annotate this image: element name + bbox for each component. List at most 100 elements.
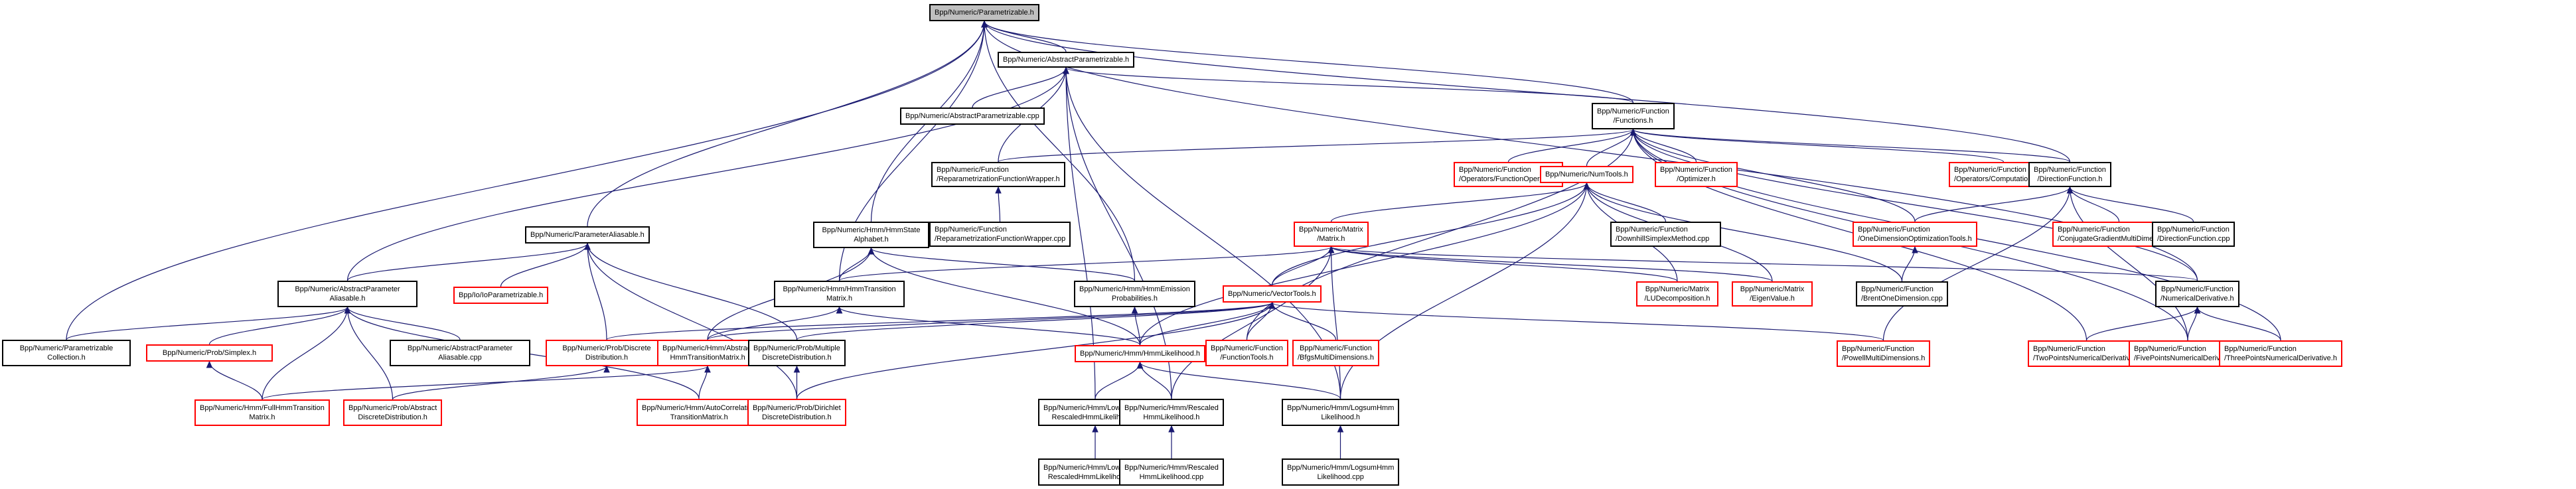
graph-node-one-dim-opt-tools[interactable]: Bpp/Numeric/Function /OneDimensionOptimi… [1853, 222, 1977, 247]
arrowhead-icon [344, 306, 351, 314]
arrowhead-icon [603, 365, 610, 373]
graph-node-brent-one-dim[interactable]: Bpp/Numeric/Function /BrentOneDimension.… [1856, 281, 1948, 307]
graph-node-abstract-hmm-transition-matrix[interactable]: Bpp/Numeric/Hmm/Abstract HmmTransitionMa… [657, 340, 759, 366]
graph-node-direction-function[interactable]: Bpp/Numeric/Function /DirectionFunction.… [2028, 162, 2111, 187]
edge-parametrizable_collection-to-parametrizable [66, 21, 985, 340]
edge-functions-to-parametrizable [984, 21, 1634, 104]
arrowhead-icon [793, 365, 800, 373]
graph-node-direction-function-cpp[interactable]: Bpp/Numeric/Function /DirectionFunction.… [2152, 222, 2235, 247]
arrowhead-icon [704, 365, 711, 373]
edge-numerical_derivative-to-matrix [1330, 246, 2198, 281]
edge-hmm_transition_matrix-to-matrix [838, 246, 1332, 281]
arrowhead-icon [2194, 306, 2201, 314]
edge-abstract_parameter_aliasable_h-to-abstractparametrizable [346, 67, 1067, 281]
arrowhead-icon [1136, 361, 1144, 369]
arrowhead-icon [981, 20, 988, 28]
edge-one_dim_opt_tools-to-functions [1632, 129, 1916, 222]
edge-rescaled_h-to-hmm_likelihood [1139, 362, 1172, 399]
edge-rescaled_h-to-matrix [1171, 246, 1332, 399]
graph-node-powell[interactable]: Bpp/Numeric/Function /PowellMultiDimensi… [1837, 340, 1931, 367]
graph-node-rescaled-cpp[interactable]: Bpp/Numeric/Hmm/Rescaled HmmLikelihood.c… [1119, 458, 1224, 486]
graph-node-vector-tools[interactable]: Bpp/Numeric/VectorTools.h [1223, 285, 1322, 303]
arrowhead-icon [868, 247, 875, 255]
graph-node-lu-decomposition[interactable]: Bpp/Numeric/Matrix /LUDecomposition.h [1636, 281, 1718, 307]
edge-conj_grad-to-direction_function [2069, 186, 2120, 222]
arrowhead-icon [1912, 245, 1918, 253]
edge-direction_function-to-parametrizable [984, 21, 2071, 163]
edge-three_points-to-numerical_derivative [2196, 307, 2281, 341]
graph-node-abstract-discrete-distribution[interactable]: Bpp/Numeric/Prob/Abstract DiscreteDistri… [343, 399, 443, 426]
graph-node-discrete-distribution[interactable]: Bpp/Numeric/Prob/Discrete Distribution.h [546, 340, 668, 366]
graph-node-downhill-simplex[interactable]: Bpp/Numeric/Function /DownhillSimplexMet… [1610, 222, 1721, 247]
graph-node-abstractparametrizable-cpp[interactable]: Bpp/Numeric/AbstractParametrizable.cpp [900, 107, 1045, 125]
edge-downhill_simplex-to-numtools [1586, 182, 1667, 222]
edge-abstract_discrete_distribution-to-abstract_parameter_aliasable_h [346, 307, 394, 400]
arrowhead-icon [1131, 306, 1138, 314]
edge-optimizer-to-functions [1632, 129, 1697, 163]
graph-node-function-tools[interactable]: Bpp/Numeric/Function /FunctionTools.h [1205, 340, 1288, 366]
arrowhead-icon [584, 242, 591, 250]
graph-node-bfgs[interactable]: Bpp/Numeric/Function /BfgsMultiDimension… [1292, 340, 1379, 366]
arrowhead-icon [995, 186, 1002, 194]
graph-node-reparam-wrapper-cpp[interactable]: Bpp/Numeric/Function /ReparametrizationF… [929, 222, 1071, 247]
edge-simplex-to-abstract_parameter_aliasable_h [208, 307, 348, 345]
edge-two_points-to-numerical_derivative [2085, 307, 2198, 341]
edge-abstract_hmm_transition_matrix-to-vector_tools [707, 302, 1273, 340]
edge-powell-to-direction_function [1882, 186, 2071, 341]
graph-node-full-hmm-transition-matrix[interactable]: Bpp/Numeric/Hmm/FullHmmTransition Matrix… [194, 399, 330, 426]
edge-hmm_likelihood-to-hmm_transition_matrix [838, 307, 1141, 346]
edge-abstract_parameter_aliasable_h-to-parameter_aliasable [346, 243, 588, 281]
edge-hmm_likelihood-to-vector_tools [1139, 302, 1273, 346]
graph-node-eigen-value[interactable]: Bpp/Numeric/Matrix /EigenValue.h [1732, 281, 1813, 307]
edge-abstract_hmm_transition_matrix-to-hmm_transition_matrix [707, 307, 840, 340]
graph-node-abstract-parameter-aliasable-cpp[interactable]: Bpp/Numeric/AbstractParameter Aliasable.… [390, 340, 530, 366]
graph-node-hmm-transition-matrix[interactable]: Bpp/Numeric/Hmm/HmmTransition Matrix.h [774, 281, 905, 307]
graph-node-optimizer[interactable]: Bpp/Numeric/Function /Optimizer.h [1655, 162, 1738, 187]
edge-abstractparametrizable-to-parametrizable [984, 21, 1067, 52]
graph-node-lowmemory-rescaled-h[interactable]: Bpp/Numeric/Hmm/LowMemory RescaledHmmLik… [1038, 399, 1152, 426]
graph-node-simplex[interactable]: Bpp/Numeric/Prob/Simplex.h [146, 344, 273, 362]
edge-parameter_aliasable-to-parametrizable [587, 21, 985, 227]
edge-full_hmm_transition_matrix-to-simplex [208, 361, 263, 400]
graph-node-abstractparametrizable[interactable]: Bpp/Numeric/AbstractParametrizable.h [998, 52, 1135, 68]
graph-node-matrix[interactable]: Bpp/Numeric/Matrix /Matrix.h [1294, 222, 1369, 247]
graph-node-abstract-parameter-aliasable-h[interactable]: Bpp/Numeric/AbstractParameter Aliasable.… [277, 281, 417, 307]
arrowhead-icon [836, 306, 843, 314]
edge-abstract_discrete_distribution-to-discrete_distribution [392, 366, 607, 400]
graph-node-parameter-aliasable[interactable]: Bpp/Numeric/ParameterAliasable.h [525, 226, 650, 244]
graph-node-hmm-emission[interactable]: Bpp/Numeric/Hmm/HmmEmission Probabilitie… [1074, 281, 1195, 307]
graph-node-numtools[interactable]: Bpp/Numeric/NumTools.h [1540, 166, 1633, 183]
graph-node-autocorrelation-transition-matrix[interactable]: Bpp/Numeric/Hmm/AutoCorrelation Transiti… [637, 399, 762, 426]
edge-logsum_h-to-numtools [1339, 182, 1588, 399]
graph-node-numerical-derivative[interactable]: Bpp/Numeric/Function /NumericalDerivativ… [2155, 281, 2239, 307]
graph-node-rescaled-h[interactable]: Bpp/Numeric/Hmm/Rescaled HmmLikelihood.h [1119, 399, 1224, 426]
graph-node-multiple-discrete-distribution[interactable]: Bpp/Numeric/Prob/Multiple DiscreteDistri… [748, 340, 846, 366]
graph-node-three-points[interactable]: Bpp/Numeric/Function /ThreePointsNumeric… [2219, 340, 2342, 367]
arrowhead-icon [1168, 425, 1175, 433]
graph-node-hmm-state-alphabet[interactable]: Bpp/Numeric/Hmm/HmmState Alphabet.h [813, 222, 929, 248]
edge-functions-to-abstractparametrizable [1065, 67, 1634, 104]
graph-node-reparam-wrapper-h[interactable]: Bpp/Numeric/Function /ReparametrizationF… [931, 162, 1065, 187]
arrowhead-icon [1327, 245, 1335, 253]
edge-discrete_distribution-to-parameter_aliasable [587, 243, 607, 340]
arrowhead-icon [1268, 301, 1276, 309]
graph-node-parametrizable[interactable]: Bpp/Numeric/Parametrizable.h [929, 4, 1039, 21]
edge-five_points-to-direction_function [2069, 186, 2188, 341]
edge-brent_one_dim-to-numtools [1586, 182, 1903, 282]
graph-node-parametrizable-collection[interactable]: Bpp/Numeric/Parametrizable Collection.h [2, 340, 131, 366]
edge-hmm_emission-to-hmm_state_alphabet [870, 247, 1136, 281]
graph-node-logsum-cpp[interactable]: Bpp/Numeric/Hmm/LogsumHmm Likelihood.cpp [1282, 458, 1400, 486]
edge-hmm_transition_matrix-to-hmm_state_alphabet [838, 247, 872, 281]
edge-computation_tree-to-functions [1632, 129, 2005, 163]
graph-node-io-parametrizable[interactable]: Bpp/Io/IoParametrizable.h [453, 287, 549, 304]
graph-node-hmm-likelihood[interactable]: Bpp/Numeric/Hmm/HmmLikelihood.h [1075, 345, 1205, 362]
arrowhead-icon [206, 360, 213, 368]
edge-logsum_h-to-hmm_likelihood [1139, 362, 1341, 399]
graph-node-two-points[interactable]: Bpp/Numeric/Function /TwoPointsNumerical… [2028, 340, 2146, 367]
edge-abstract_parameter_aliasable_cpp-to-abstract_parameter_aliasable_h [346, 307, 461, 340]
edge-dirichlet_discrete_distribution-to-parameter_aliasable [587, 243, 798, 399]
edge-multiple_discrete_distribution-to-parameter_aliasable [587, 243, 798, 340]
graph-node-functions[interactable]: Bpp/Numeric/Function /Functions.h [1592, 103, 1675, 129]
graph-node-logsum-h[interactable]: Bpp/Numeric/Hmm/LogsumHmm Likelihood.h [1282, 399, 1400, 426]
graph-node-dirichlet-discrete-distribution[interactable]: Bpp/Numeric/Prob/Dirichlet DiscreteDistr… [747, 399, 846, 426]
